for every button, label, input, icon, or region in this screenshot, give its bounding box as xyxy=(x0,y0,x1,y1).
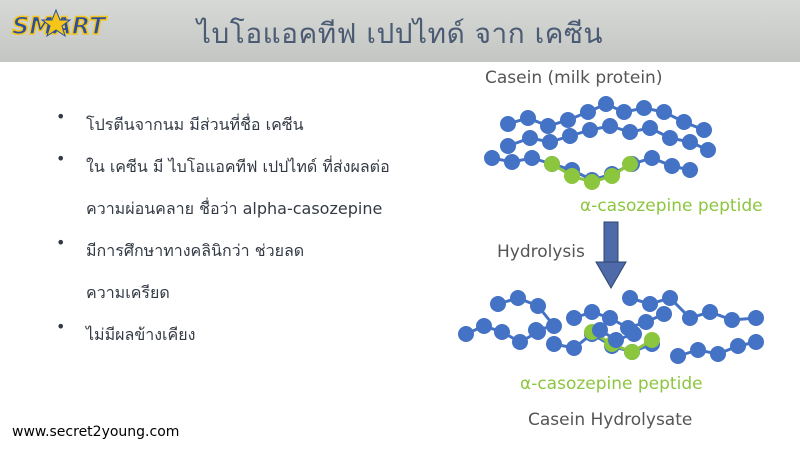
bullet-item: • โปรตีนจากนม มีส่วนที่ชื่อ เคซีน xyxy=(52,104,452,146)
hydrolysate-chains xyxy=(458,290,764,364)
fragment-bead xyxy=(546,318,562,334)
fragment-bead xyxy=(626,326,642,342)
bullet-text: ความเครียด xyxy=(86,283,170,302)
bullet-item: • ไม่มีผลข้างเคียง xyxy=(52,314,452,356)
casein-chain xyxy=(484,96,716,190)
bullet-dot-icon: • xyxy=(56,107,66,126)
page-title: ไบโอแอคทีฟ เปปไทด์ จาก เคซีน xyxy=(196,17,604,50)
casein-bead xyxy=(616,104,632,120)
peptide-label-bottom: α-casozepine peptide xyxy=(520,374,703,394)
fragment-bead xyxy=(642,296,658,312)
hydrolysis-label: Hydrolysis xyxy=(497,242,585,262)
bullet-text: ความผ่อนคลาย ชื่อว่า alpha-casozepine xyxy=(86,199,383,218)
fragment-bead xyxy=(730,338,746,354)
bullet-text: ไม่มีผลข้างเคียง xyxy=(86,325,196,344)
casein-bead xyxy=(700,142,716,158)
casein-bead xyxy=(522,130,538,146)
fragment-bead xyxy=(592,322,608,338)
fragment-bead xyxy=(602,310,618,326)
fragment-bead xyxy=(724,312,740,328)
fragment-bead xyxy=(748,334,764,350)
logo-star-icon xyxy=(40,8,72,38)
casein-bead xyxy=(602,118,618,134)
fragment-bead xyxy=(490,296,506,312)
header-bar: SMART ไบโอแอคทีฟ เปปไทด์ จาก เคซีน xyxy=(0,0,800,62)
casein-bead xyxy=(524,150,540,166)
casozepine-bead xyxy=(624,344,640,360)
fragment-bead xyxy=(530,298,546,314)
casozepine-bead xyxy=(544,156,560,172)
casein-bead xyxy=(676,114,692,130)
fragment-bead xyxy=(690,342,706,358)
casozepine-bead xyxy=(604,168,620,184)
casein-bead xyxy=(662,130,678,146)
casein-bead xyxy=(542,134,558,150)
casein-bead xyxy=(664,158,680,174)
casein-bead xyxy=(560,112,576,128)
fragment-bead xyxy=(682,310,698,326)
casein-bead xyxy=(644,150,660,166)
bullet-list: • โปรตีนจากนม มีส่วนที่ชื่อ เคซีน • ใน เ… xyxy=(52,104,452,356)
fragment-bead xyxy=(702,304,718,320)
casozepine-bead xyxy=(564,168,580,184)
casein-bead xyxy=(598,96,614,112)
bullet-text: มีการศึกษาทางคลินิกว่า ช่วยลด xyxy=(86,241,305,260)
fragment-bead xyxy=(662,290,678,306)
bullet-item: • มีการศึกษาทางคลินิกว่า ช่วยลด ความเครี… xyxy=(52,230,452,314)
peptide-label-top: α-casozepine peptide xyxy=(580,196,763,216)
casozepine-bead xyxy=(584,174,600,190)
fragment-bead xyxy=(638,314,654,330)
fragment-bead xyxy=(494,324,510,340)
casozepine-bead xyxy=(622,156,638,172)
casein-bead xyxy=(682,162,698,178)
casein-bead xyxy=(504,154,520,170)
casein-bead xyxy=(562,128,578,144)
casein-bead xyxy=(696,122,712,138)
casein-bead xyxy=(500,138,516,154)
bullet-text: ใน เคซีน มี ไบโอแอคทีฟ เปปไทด์ ที่ส่งผลต… xyxy=(86,157,390,176)
casein-bead xyxy=(622,124,638,140)
fragment-bead xyxy=(566,340,582,356)
casein-bead xyxy=(540,118,556,134)
casein-bead xyxy=(484,150,500,166)
fragment-bead xyxy=(670,348,686,364)
fragment-bead xyxy=(656,306,672,322)
fragment-bead xyxy=(476,318,492,334)
casein-bead xyxy=(580,104,596,120)
hydrolysis-arrow-icon xyxy=(595,221,627,290)
fragment-bead xyxy=(566,310,582,326)
fragment-bead xyxy=(510,290,526,306)
casein-bead xyxy=(500,116,516,132)
casein-bead xyxy=(582,122,598,138)
casein-bead xyxy=(642,120,658,136)
fragment-link xyxy=(497,296,557,332)
bullet-dot-icon: • xyxy=(56,317,66,336)
casozepine-bead xyxy=(644,332,660,348)
casein-bead xyxy=(636,100,652,116)
fragment-bead xyxy=(622,290,638,306)
bullet-item: • ใน เคซีน มี ไบโอแอคทีฟ เปปไทด์ ที่ส่งผ… xyxy=(52,146,452,230)
casozepine-link xyxy=(591,330,653,354)
website-url: www.secret2young.com xyxy=(12,424,180,440)
fragment-bead xyxy=(710,346,726,362)
fragment-bead xyxy=(608,332,624,348)
fragment-bead xyxy=(458,326,474,342)
casein-bead xyxy=(656,104,672,120)
smart-logo: SMART xyxy=(11,8,108,41)
fragment-bead xyxy=(530,324,546,340)
casein-bead xyxy=(682,134,698,150)
fragment-bead xyxy=(512,334,528,350)
casein-label: Casein (milk protein) xyxy=(485,68,663,88)
fragment-bead xyxy=(748,310,764,326)
bullet-text: โปรตีนจากนม มีส่วนที่ชื่อ เคซีน xyxy=(86,115,304,134)
hydrolysate-label: Casein Hydrolysate xyxy=(528,410,693,430)
bullet-dot-icon: • xyxy=(56,149,66,168)
fragment-bead xyxy=(546,336,562,352)
fragment-bead xyxy=(584,304,600,320)
casein-bead xyxy=(520,110,536,126)
bullet-dot-icon: • xyxy=(56,233,66,252)
